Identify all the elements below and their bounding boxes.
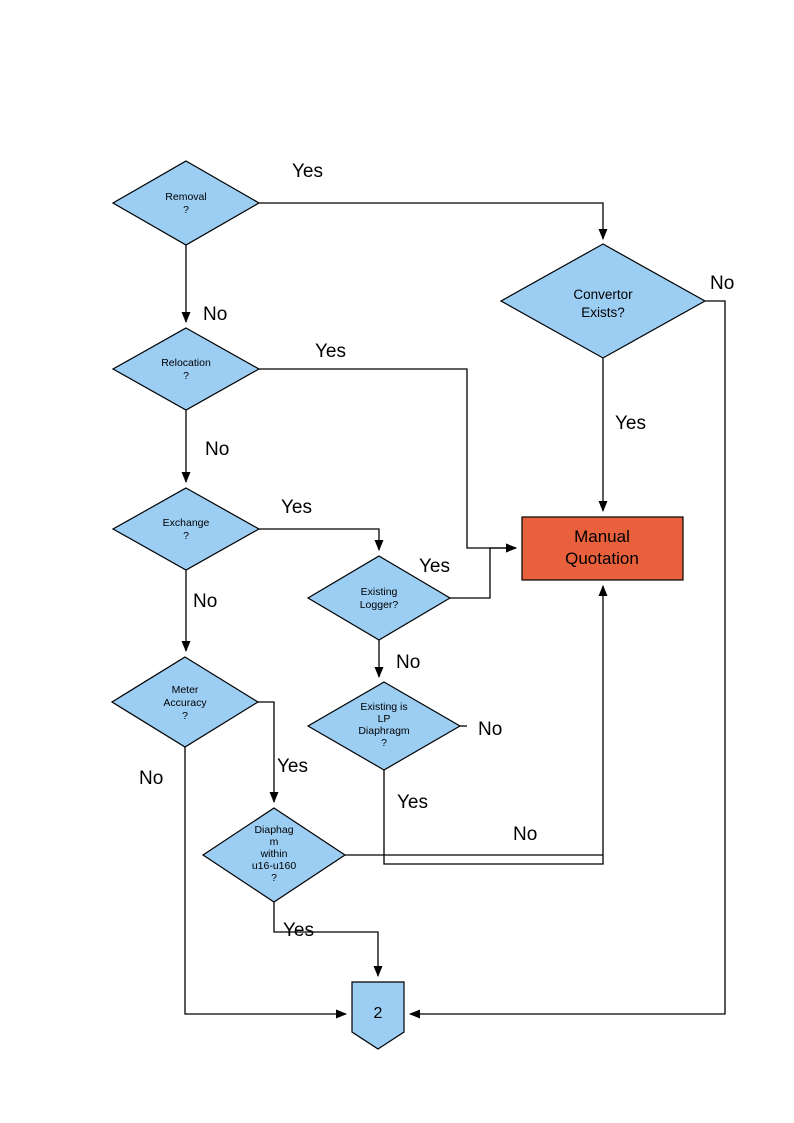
node-convertor-exists[interactable]: Convertor Exists? [499, 243, 707, 359]
node-lp-diaphragm-line-3: ? [381, 737, 387, 749]
node-exchange-line-0: Exchange [163, 517, 210, 529]
node-connector-2[interactable]: 2 [351, 981, 405, 1050]
edge-layer [181, 202, 726, 1019]
edge-meter-accuracy-no [184, 747, 347, 1019]
node-relocation[interactable]: Relocation ? [111, 327, 261, 411]
node-convertor-exists-line-0: Convertor [573, 287, 633, 302]
node-relocation-line-1: ? [183, 370, 189, 382]
edge-label-convertor-no: No [710, 273, 734, 294]
edge-diaphagm-yes [273, 902, 383, 977]
edge-label-exchange-yes: Yes [281, 497, 312, 518]
node-diaphagm-within-range[interactable]: Diaphag m within u16-u160 ? [201, 807, 347, 903]
node-layer: Removal ? Relocation ? Exchange ? Meter … [110, 160, 707, 1050]
node-convertor-exists-line-1: Exists? [581, 305, 625, 320]
node-removal-line-1: ? [183, 204, 189, 216]
node-exchange-line-1: ? [183, 530, 189, 542]
edge-label-exchange-no: No [193, 591, 217, 612]
node-meter-accuracy-line-0: Meter [172, 684, 199, 696]
node-diaphagm-line-3: u16-u160 [252, 860, 297, 872]
edge-lp-diaphragm-yes [383, 585, 608, 865]
edge-exchange-yes [259, 528, 384, 551]
edge-label-relocation-no: No [205, 439, 229, 460]
node-lp-diaphragm-line-1: LP [378, 713, 391, 725]
node-diaphagm-line-0: Diaphag [254, 824, 293, 836]
edge-relocation-yes [259, 368, 517, 553]
edge-label-lp-diaphragm-yes: Yes [397, 792, 428, 813]
node-lp-diaphragm-line-2: Diaphragm [358, 725, 410, 737]
node-existing-logger-line-1: Logger? [360, 599, 399, 611]
node-lp-diaphragm-line-0: Existing is [360, 701, 407, 713]
node-existing-logger[interactable]: Existing Logger? [306, 555, 452, 641]
node-removal-line-0: Removal [165, 191, 206, 203]
node-removal[interactable]: Removal ? [111, 160, 261, 246]
edge-label-meter-accuracy-no: No [139, 768, 163, 789]
edge-label-existing-logger-no: No [396, 652, 420, 673]
edge-label-diaphagm-no: No [513, 824, 537, 845]
node-connector-2-label: 2 [374, 1005, 383, 1022]
edge-label-convertor-yes: Yes [615, 413, 646, 434]
node-relocation-line-0: Relocation [161, 357, 211, 369]
node-diaphagm-line-4: ? [271, 872, 277, 884]
node-meter-accuracy-line-1: Accuracy [163, 697, 207, 709]
node-exchange[interactable]: Exchange ? [111, 487, 261, 571]
edge-meter-accuracy-yes [258, 701, 279, 803]
edge-label-meter-accuracy-yes: Yes [277, 756, 308, 777]
node-diaphagm-line-1: m [270, 836, 279, 848]
edge-label-relocation-yes: Yes [315, 341, 346, 362]
edge-label-removal-yes: Yes [292, 161, 323, 182]
edge-label-removal-no: No [203, 304, 227, 325]
edge-label-lp-diaphragm-no: No [478, 719, 502, 740]
edge-label-layer: Yes No Yes No Yes No Yes No Yes No No Ye… [139, 161, 734, 941]
edge-existing-logger-yes [450, 543, 517, 599]
edge-label-existing-logger-yes: Yes [419, 556, 450, 577]
node-diaphagm-line-2: within [260, 848, 288, 860]
node-manual-quotation[interactable]: Manual Quotation [521, 516, 684, 581]
node-manual-quotation-line-1: Quotation [565, 549, 639, 568]
node-existing-is-lp-diaphragm[interactable]: Existing is LP Diaphragm ? [306, 681, 462, 771]
edge-removal-yes [259, 202, 608, 240]
node-meter-accuracy[interactable]: Meter Accuracy ? [110, 656, 260, 748]
node-manual-quotation-line-0: Manual [574, 527, 630, 546]
node-existing-logger-line-0: Existing [361, 586, 398, 598]
node-meter-accuracy-line-2: ? [182, 710, 188, 722]
edge-label-diaphagm-yes: Yes [283, 920, 314, 941]
edge-convertor-no [409, 300, 726, 1019]
